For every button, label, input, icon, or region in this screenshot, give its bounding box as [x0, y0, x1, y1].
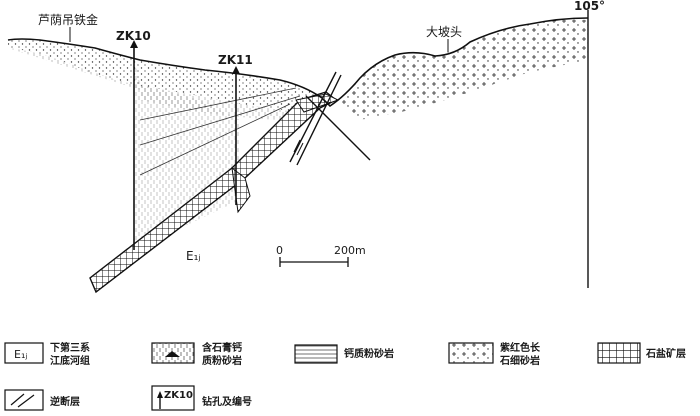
unit-label: E₁ⱼ	[186, 249, 201, 263]
place-label-right: 大坡头	[426, 25, 462, 39]
scale-end-label: 200m	[334, 244, 366, 257]
drill-hole-zk10-marker	[130, 40, 138, 48]
reverse-fault	[289, 71, 371, 166]
legend-formation-code: E₁ⱼ	[14, 348, 27, 361]
legend-label-gypsum-siltstone: 含石膏钙 质粉砂岩	[202, 343, 242, 367]
legend-swatch-calcareous-siltstone	[294, 344, 338, 364]
scale-bar	[279, 257, 349, 267]
bedding-lines	[139, 87, 301, 176]
legend-label-drill-hole: 钻孔及编号	[202, 397, 252, 408]
drill-label-zk11: ZK11	[218, 53, 253, 67]
legend-swatch-reverse-fault	[4, 389, 44, 411]
legend-swatch-formation	[4, 342, 44, 364]
drill-hole-zk11-marker	[232, 66, 240, 74]
legend-label-calcareous-siltstone: 钙质粉砂岩	[344, 349, 394, 360]
legend: E₁ⱼ ZK10	[4, 342, 641, 411]
legend-label-formation: 下第三系 江底河组	[50, 343, 90, 367]
legend-label-reverse-fault: 逆断层	[50, 397, 80, 408]
drill-label-zk10: ZK10	[116, 29, 151, 43]
legend-drill-code: ZK10	[164, 390, 193, 401]
azimuth-label: 105°	[574, 0, 605, 13]
legend-swatch-rock-salt	[597, 342, 641, 364]
right-surface-layer	[340, 19, 588, 120]
legend-label-rock-salt: 石盐矿层	[646, 349, 686, 360]
legend-label-red-sandstone: 紫红色长 石细砂岩	[500, 343, 540, 367]
place-label-left: 芦荫吊铁金	[38, 12, 98, 27]
legend-swatch-red-sandstone	[448, 342, 494, 364]
scale-start-label: 0	[276, 244, 283, 257]
